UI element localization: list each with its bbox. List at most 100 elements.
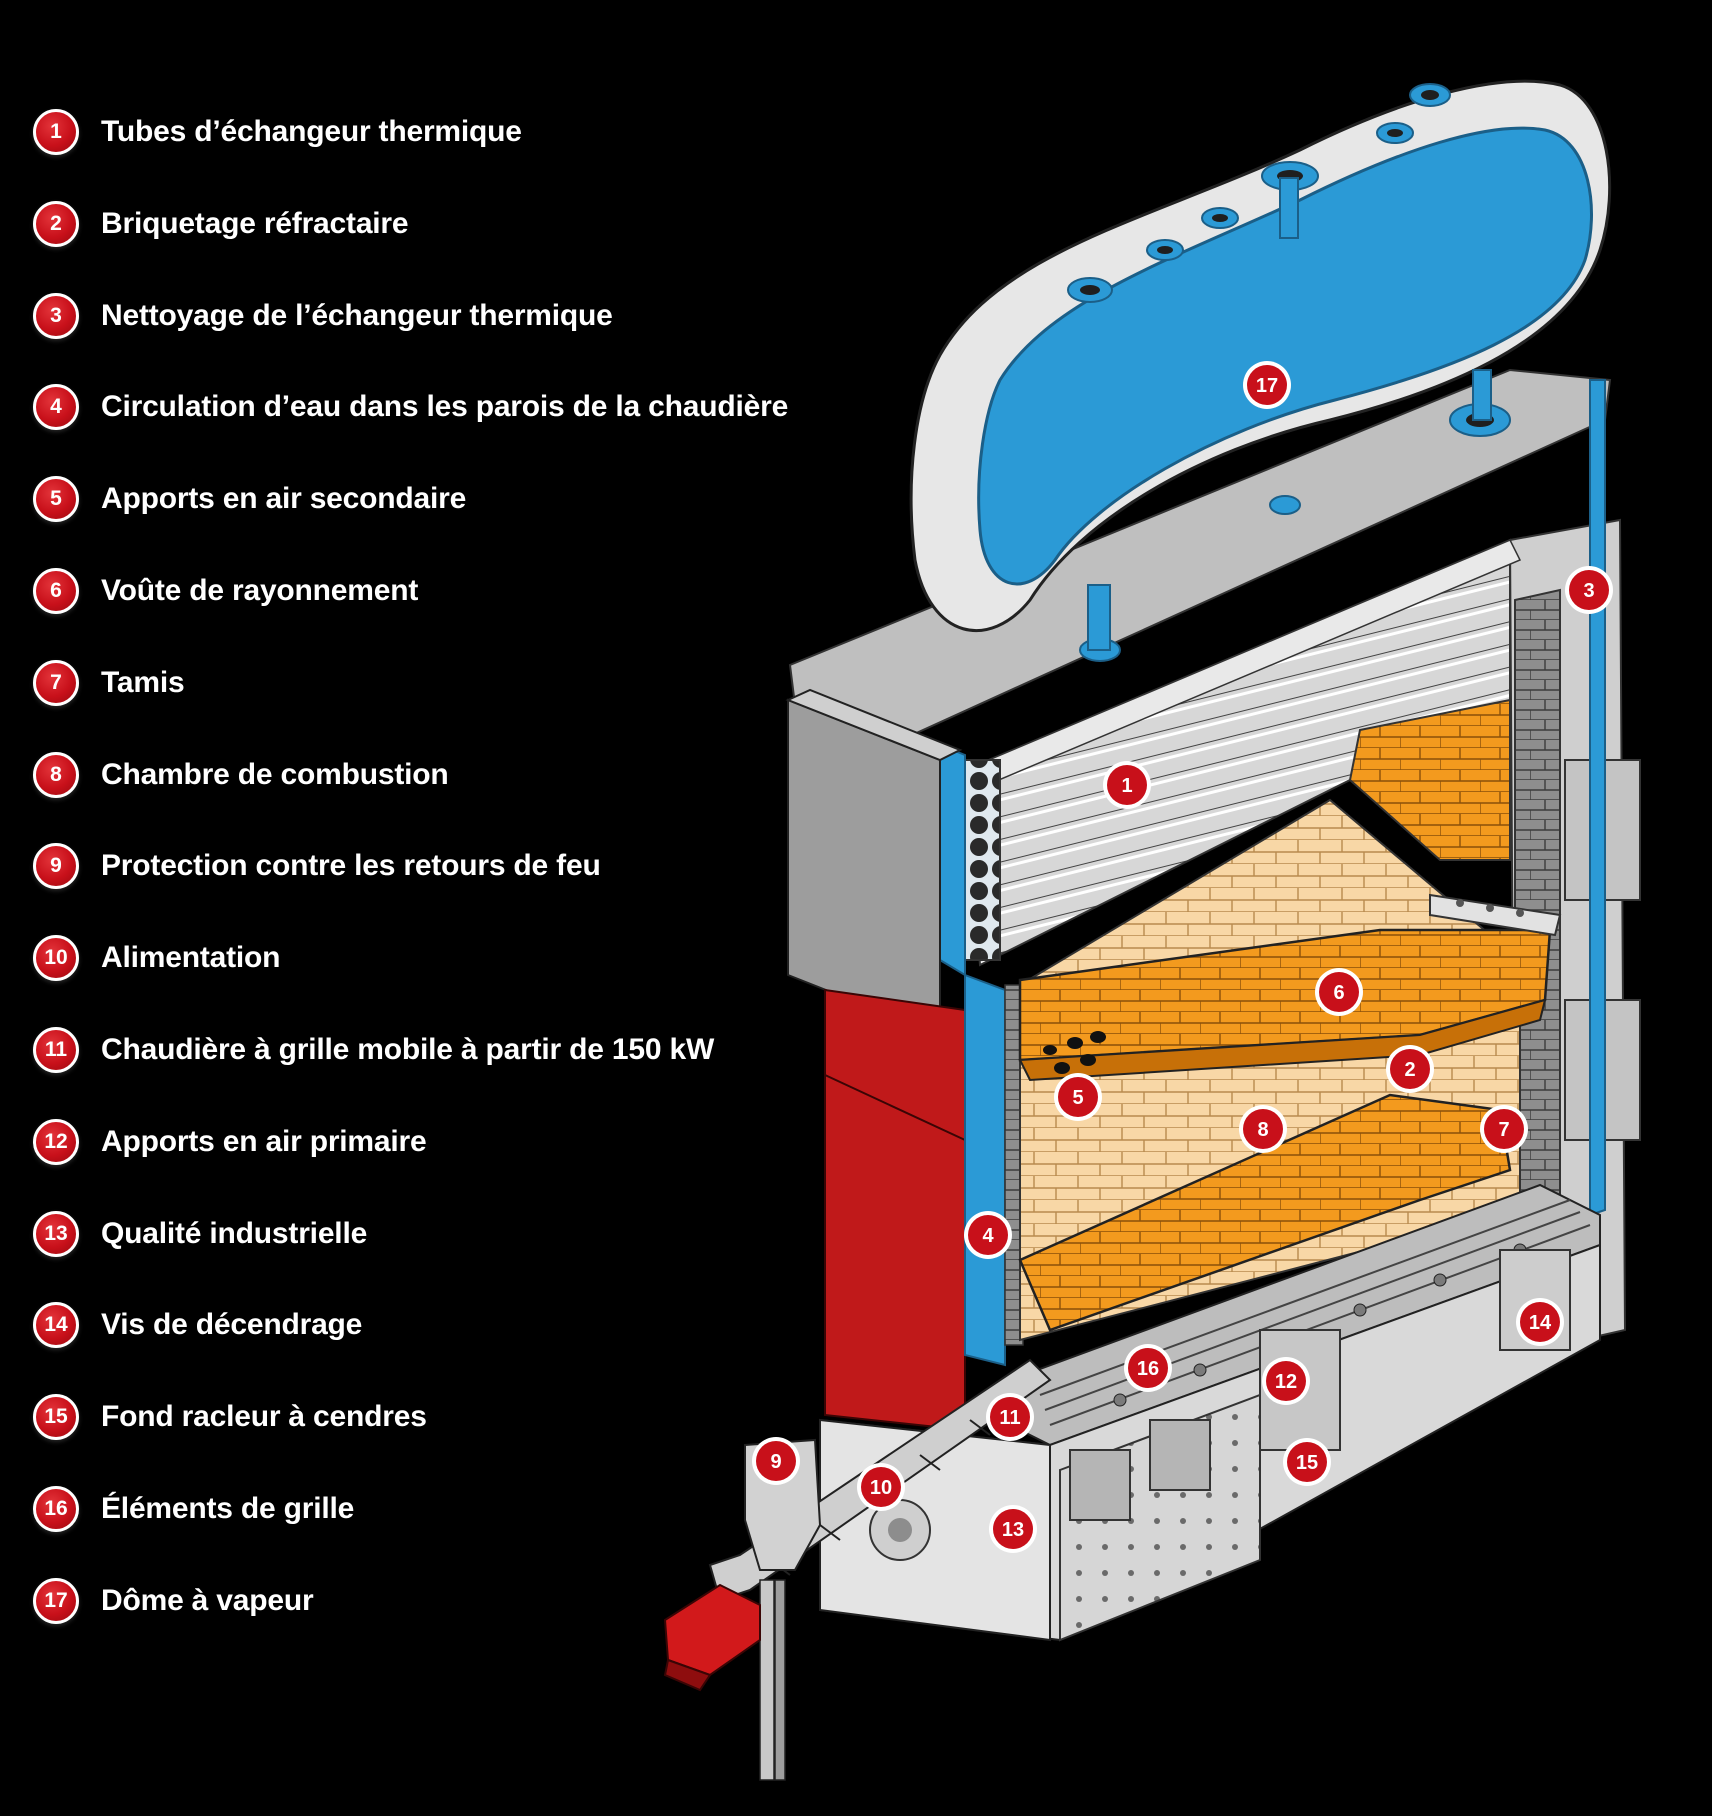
legend-number-badge: 10 <box>33 935 79 982</box>
legend-label: Fond racleur à cendres <box>101 1400 427 1434</box>
legend-item: 16 Éléments de grille <box>33 1481 354 1537</box>
marker-fill <box>1128 1348 1168 1388</box>
diagram-marker-3: 3 <box>1565 566 1613 614</box>
legend-label: Éléments de grille <box>101 1492 355 1525</box>
legend-label: Protection contre les retours de feu <box>101 849 601 883</box>
legend-number-badge: 6 <box>33 568 79 614</box>
marker-number: 16 <box>1137 1358 1159 1380</box>
legend-item: 17 Dôme à vapeur <box>33 1573 314 1629</box>
diagram-marker-5: 5 <box>1054 1073 1102 1121</box>
legend-label: Briquetage réfractaire <box>101 206 409 240</box>
diagram-marker-4: 4 <box>964 1211 1012 1259</box>
legend-item: 3 Nettoyage de l’échangeur thermique <box>33 288 613 344</box>
diagram-marker-15: 15 <box>1283 1438 1331 1486</box>
legend-label: Apports en air secondaire <box>101 482 467 516</box>
legend-number-badge: 17 <box>33 1577 79 1624</box>
marker-fill <box>861 1467 901 1507</box>
legend-label: Chaudière à grille mobile à partir de 15… <box>101 1033 715 1066</box>
legend-number-badge: 3 <box>33 292 79 339</box>
legend-number-badge: 7 <box>33 659 79 706</box>
legend-item: 7 Tamis <box>33 655 185 711</box>
marker-fill <box>1247 365 1287 405</box>
marker-number: 1 <box>1121 775 1132 797</box>
marker-fill <box>993 1509 1033 1549</box>
diagram-marker-13: 13 <box>989 1505 1037 1553</box>
legend-item: 15 Fond racleur à cendres <box>33 1389 427 1445</box>
legend-number-badge: 15 <box>33 1394 79 1441</box>
marker-number: 7 <box>1498 1119 1509 1141</box>
legend-number-badge: 2 <box>33 200 79 247</box>
marker-number: 14 <box>1529 1312 1552 1334</box>
marker-fill <box>1319 972 1359 1012</box>
marker-number: 13 <box>1002 1519 1024 1541</box>
legend-number-badge: 4 <box>33 384 79 431</box>
legend-number-badge: 9 <box>33 843 79 890</box>
marker-number: 11 <box>999 1407 1020 1429</box>
legend-label: Tamis <box>101 665 185 699</box>
marker-number: 10 <box>870 1477 892 1499</box>
legend-item: 13 Qualité industrielle <box>33 1206 367 1262</box>
marker-fill <box>1058 1077 1098 1117</box>
diagram-marker-17: 17 <box>1243 361 1291 409</box>
legend-item: 6 Voûte de rayonnement <box>33 563 418 619</box>
legend-label: Circulation d’eau dans les parois de la … <box>101 390 789 424</box>
diagram-marker-9: 9 <box>752 1437 800 1485</box>
legend-item: 9 Protection contre les retours de feu <box>33 838 601 894</box>
legend-label: Chambre de combustion <box>101 757 449 791</box>
marker-fill <box>1243 1109 1283 1149</box>
marker-number: 2 <box>1404 1059 1415 1081</box>
marker-fill <box>1287 1442 1327 1482</box>
marker-fill <box>1520 1302 1560 1342</box>
legend-item: 11 Chaudière à grille mobile à partir de … <box>33 1022 714 1078</box>
marker-fill <box>990 1397 1030 1437</box>
marker-number: 17 <box>1256 375 1278 397</box>
legend-label: Nettoyage de l’échangeur thermique <box>101 298 613 332</box>
diagram-marker-6: 6 <box>1315 968 1363 1016</box>
marker-fill <box>1484 1109 1524 1149</box>
marker-number: 3 <box>1583 580 1594 602</box>
marker-number: 9 <box>770 1451 781 1473</box>
marker-number: 4 <box>982 1225 994 1247</box>
legend-item: 1 Tubes d’échangeur thermique <box>33 104 522 160</box>
legend-item: 12 Apports en air primaire <box>33 1114 427 1170</box>
legend-number-badge: 12 <box>33 1118 79 1165</box>
diagram-marker-8: 8 <box>1239 1105 1287 1153</box>
marker-number: 5 <box>1072 1087 1083 1109</box>
marker-number: 6 <box>1333 982 1344 1004</box>
legend-number-badge: 5 <box>33 476 79 523</box>
legend-label: Tubes d’échangeur thermique <box>101 115 522 148</box>
marker-fill <box>1390 1049 1430 1089</box>
legend-label: Apports en air primaire <box>101 1124 427 1158</box>
legend-item: 8 Chambre de combustion <box>33 747 449 803</box>
legend-item: 2 Briquetage réfractaire <box>33 196 409 252</box>
diagram-marker-2: 2 <box>1386 1045 1434 1093</box>
legend-label: Qualité industrielle <box>101 1216 368 1250</box>
diagram-marker-10: 10 <box>857 1463 905 1511</box>
legend-number-badge: 11 <box>33 1027 79 1073</box>
marker-fill <box>756 1441 796 1481</box>
marker-fill <box>968 1215 1008 1255</box>
legend-number-badge: 1 <box>33 109 79 155</box>
marker-number: 12 <box>1275 1371 1297 1393</box>
marker-fill <box>1266 1361 1306 1401</box>
marker-fill <box>1107 765 1147 805</box>
legend-label: Dôme à vapeur <box>101 1583 314 1617</box>
legend-number-badge: 8 <box>33 751 79 798</box>
marker-fill <box>1569 570 1609 610</box>
legend-item: 4 Circulation d’eau dans les parois de la… <box>33 379 788 435</box>
diagram-marker-12: 12 <box>1262 1357 1310 1405</box>
marker-number: 15 <box>1296 1452 1318 1474</box>
diagram-marker-14: 14 <box>1516 1298 1564 1346</box>
legend-item: 5 Apports en air secondaire <box>33 471 466 527</box>
legend-number-badge: 13 <box>33 1210 79 1257</box>
diagram-marker-16: 16 <box>1124 1344 1172 1392</box>
legend-label: Vis de décendrage <box>101 1308 363 1342</box>
legend-label: Voûte de rayonnement <box>101 574 419 607</box>
legend-number-badge: 16 <box>33 1486 79 1532</box>
diagram-marker-7: 7 <box>1480 1105 1528 1153</box>
marker-number: 8 <box>1257 1119 1268 1141</box>
